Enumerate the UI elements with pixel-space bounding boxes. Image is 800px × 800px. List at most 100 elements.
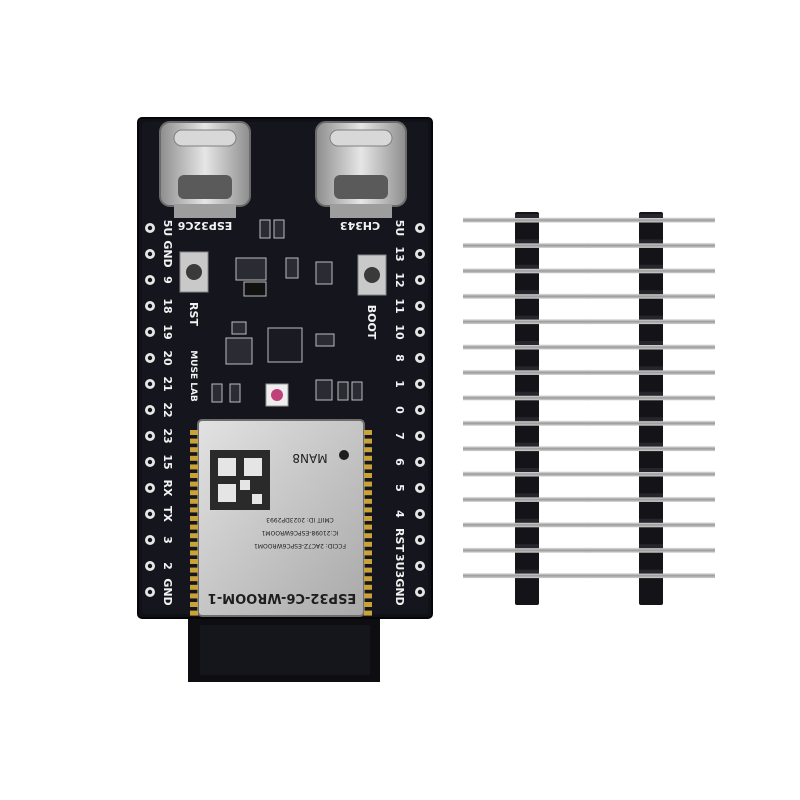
module-name: ESP32-C6-WROOM-1 [208,590,356,605]
gold-pad [190,593,198,599]
header-pin [587,293,715,299]
gold-pad [190,559,198,564]
gold-pad [364,516,372,521]
gold-pad [364,610,372,616]
pin-label: 11 [393,298,406,313]
pin-label: 21 [161,376,174,391]
gold-pad [190,610,198,616]
usb-c-port-right [315,121,407,218]
rgb-led [265,383,289,407]
gold-pad [190,490,198,496]
gold-pad [190,455,198,461]
module-line2: IC:21098-ESPC6WROOM1 [261,529,338,536]
gold-pad [364,430,372,435]
gold-pad [364,567,372,573]
header-pin [587,395,715,401]
gold-pad [190,430,198,435]
gold-pad [364,576,372,582]
module-castellation-left [190,430,198,616]
header-pin [463,446,591,452]
gold-pad [190,584,198,590]
gold-pad [190,498,198,504]
module-logo: MAN8 [292,451,327,465]
brand-label: MUSE LAB [188,350,198,402]
boot-button [357,254,387,296]
pin-label: 22 [161,402,174,417]
header-pin [587,344,715,350]
gold-pad [190,576,198,582]
pin-label: 5U [161,220,174,237]
gold-pad [364,584,372,590]
gold-pad [190,567,198,573]
gold-pad [364,498,372,504]
header-pin [587,369,715,375]
header-pin [587,420,715,426]
gold-pad [364,559,372,564]
header-pin [463,217,591,223]
smd-components [211,219,363,403]
usb-c-port-left [159,121,251,218]
gold-pad [364,533,372,539]
gold-pad [364,473,372,478]
pin-label: 0 [393,406,406,414]
header-pin [463,344,591,350]
pin-label: 7 [393,432,406,440]
pin-label: 1 [393,380,406,388]
gold-pad [190,481,198,487]
gold-pad [364,507,372,513]
gold-pad [364,602,372,607]
pin-label: GND [161,240,174,267]
gold-pad [364,464,372,470]
module-castellation-right [364,430,372,616]
pin-label: 13 [393,246,406,261]
gold-pad [190,602,198,607]
pin-label: GND [393,578,406,605]
header-pin [587,217,715,223]
pin-label: 6 [393,458,406,466]
gold-pad [190,473,198,478]
gold-pad [190,550,198,556]
header-pin [463,547,591,553]
gold-pad [364,524,372,530]
gold-pad [364,541,372,547]
boot-button-label: BOOT [365,305,378,340]
pin-label: 8 [393,354,406,362]
gold-pad [190,541,198,547]
gold-pad [190,516,198,521]
pin-holes-right [415,223,425,597]
header-pin [463,471,591,477]
pin-label: 19 [161,324,174,339]
pin-holes-left [145,223,155,597]
reset-button-label: RST [187,302,200,326]
header-pin [463,573,591,579]
gold-pad [364,455,372,461]
pin-label: 3U3 [393,554,406,578]
pin-label: 18 [161,298,174,313]
pin-header-left [463,212,591,605]
pin-label: 5U [393,220,406,237]
gold-pad [190,438,198,444]
reset-button [179,251,209,293]
gold-pad [364,490,372,496]
header-pin [463,242,591,248]
gold-pad [190,524,198,530]
header-pin [463,319,591,325]
gold-pad [364,550,372,556]
pin-label: 2 [161,562,174,570]
header-pin [463,496,591,502]
pin-label: GND [161,578,174,605]
pin-label: 12 [393,272,406,287]
header-pin [587,547,715,553]
pin-header-right [587,212,715,605]
header-pin [587,573,715,579]
pin-label: 15 [161,454,174,469]
gold-pad [364,481,372,487]
header-pin [587,522,715,528]
header-pin [463,369,591,375]
antenna-section [188,610,380,682]
usb-label-left: ESP32C6 [177,219,232,232]
gold-pad [190,447,198,453]
pin-label: RST [393,528,406,552]
header-pin [587,496,715,502]
